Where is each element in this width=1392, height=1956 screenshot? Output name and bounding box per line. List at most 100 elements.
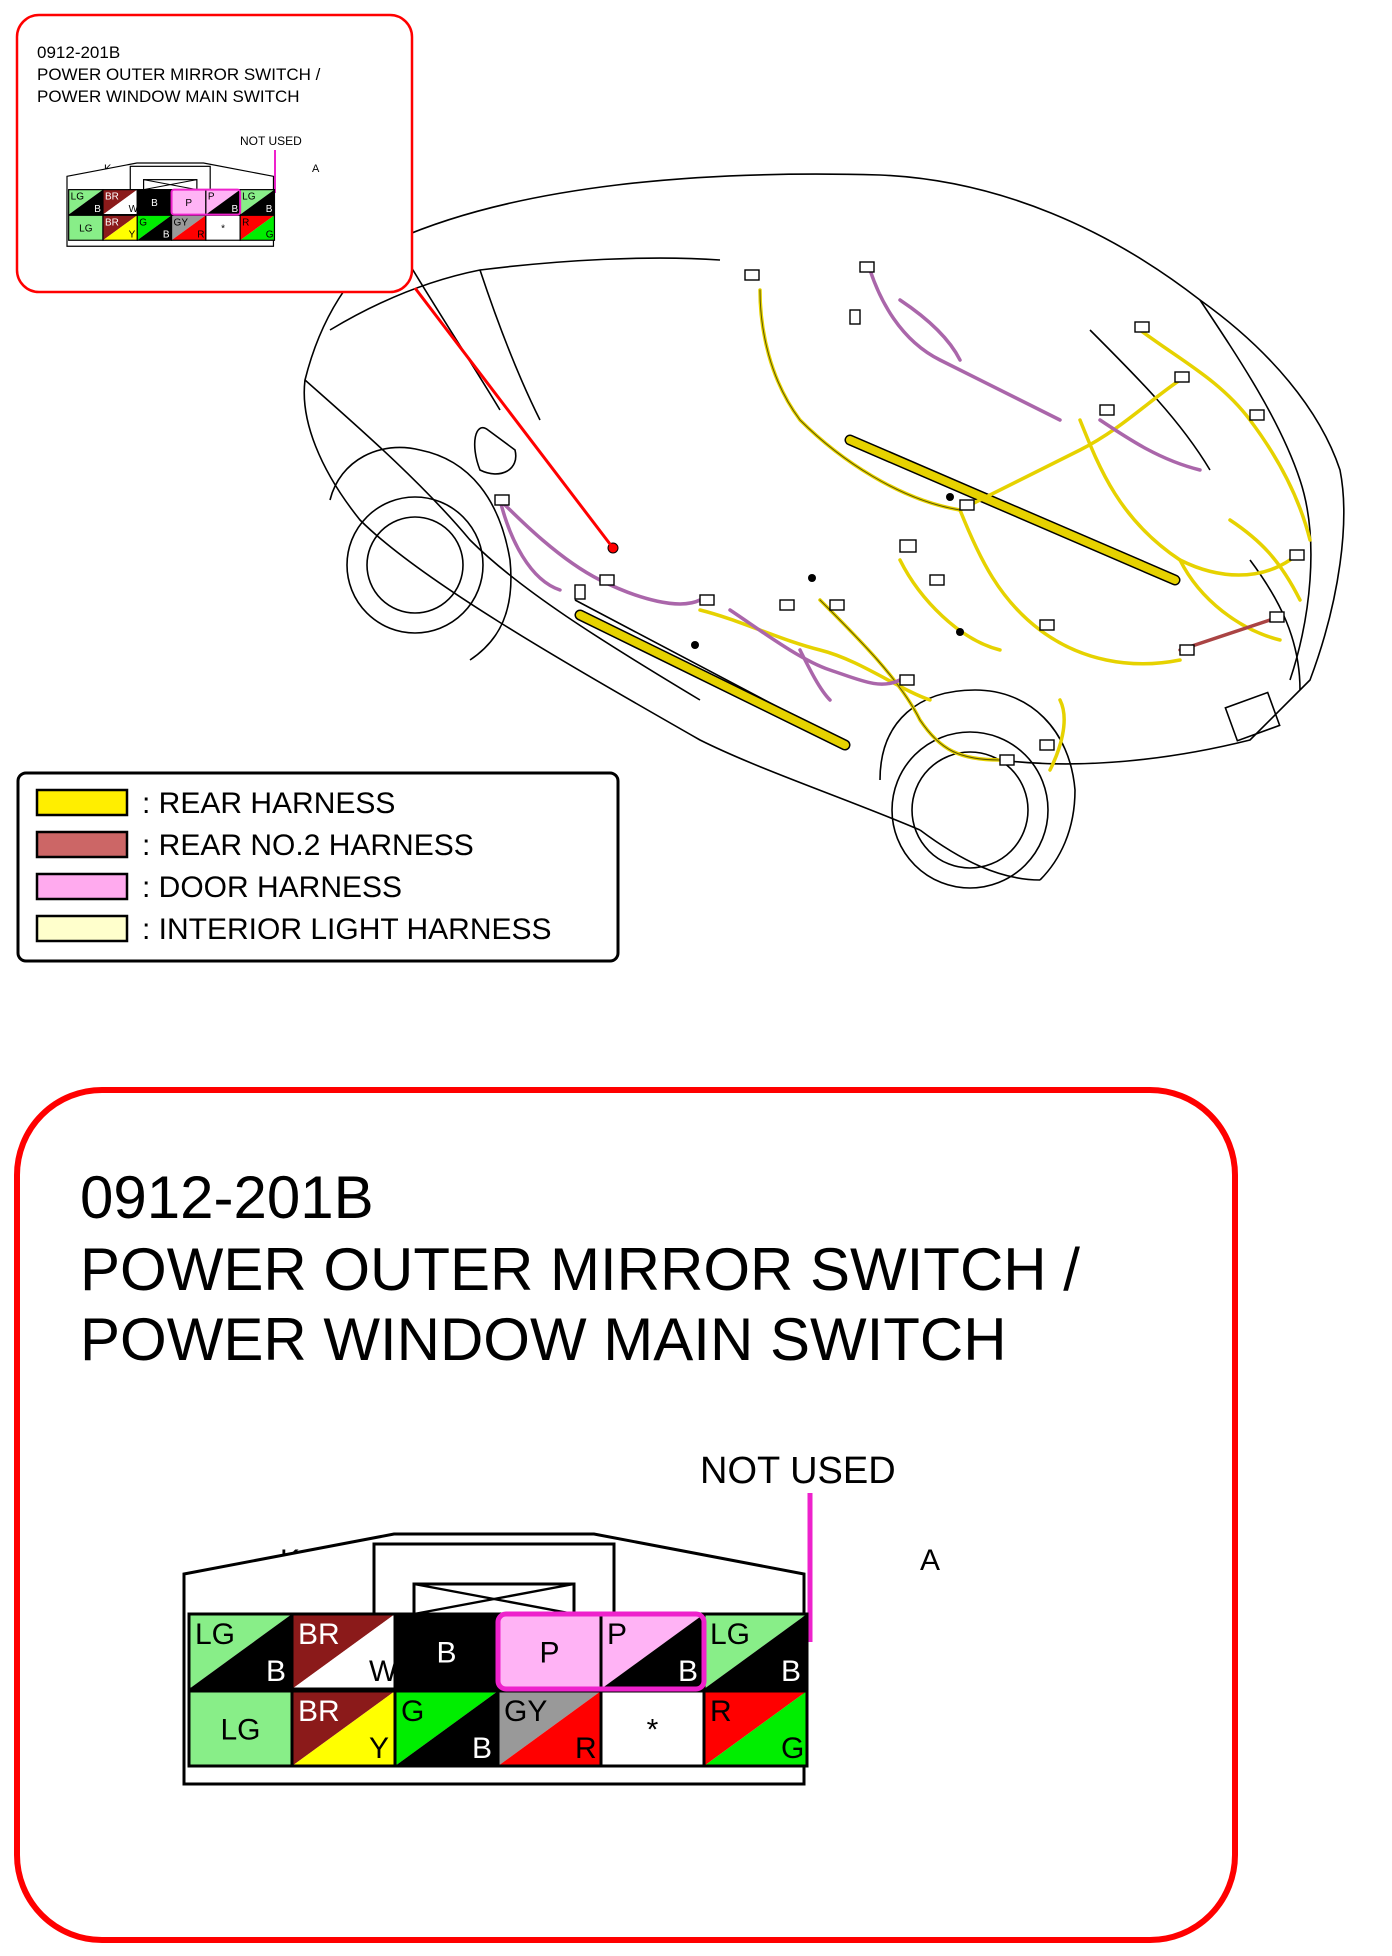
- legend-swatch-rear-harness: [35, 788, 129, 817]
- connector-marker-a: A: [920, 1544, 940, 1577]
- large-connector-pin-r1-c4-label: P: [539, 1637, 559, 1670]
- harness-legend: : REAR HARNESS : REAR NO.2 HARNESS : DOO…: [16, 771, 620, 963]
- small-connector-pin-r2-c6-color-a: [240, 215, 275, 241]
- small-connector-pin-r1-c5-label-b: B: [232, 204, 239, 215]
- small-callout-title-line2: POWER WINDOW MAIN SWITCH: [37, 87, 300, 106]
- large-connector-pin-r2-c6: RG: [702, 1689, 809, 1768]
- small-connector-pin-r1-c1: LG B: [68, 189, 104, 216]
- large-connector-pin-r1-c1-label-a: LG: [195, 1618, 235, 1651]
- small-connector-pin-r1-c5-color-b: [205, 189, 241, 215]
- small-connector-pin-r1-c1-label-a: LG: [71, 192, 85, 203]
- small-connector-pin-r2-c4-color-a: [171, 215, 206, 241]
- small-connector-pin-r1-c6: LG B: [239, 189, 276, 216]
- harness-connectors: [494, 261, 1305, 766]
- legend-label-interior-light-harness: : INTERIOR LIGHT HARNESS: [142, 913, 552, 946]
- large-connector-pin-r1-c6: LGB: [702, 1612, 809, 1691]
- small-connector-pin-r1-c5-label-a: P: [208, 192, 215, 203]
- large-connector-pin-r2-c2-label-b: Y: [369, 1732, 389, 1765]
- small-connector-pin-r2-c2-label-a: BR: [105, 217, 119, 228]
- large-connector-pin-r2-c4-label-a: GY: [504, 1695, 547, 1728]
- rear-harness-wires: [574, 288, 1312, 772]
- large-connector-pin-r2-c5-label: *: [647, 1714, 659, 1747]
- large-connector-pin-r2-c1-color: [189, 1691, 292, 1766]
- small-connector-pin-r1-c5: PB: [205, 189, 241, 216]
- large-connector-pin-r1-c3-label: B: [436, 1637, 456, 1670]
- small-connector-pin-r1-c3: B: [136, 189, 173, 216]
- large-connector-pin-r2-c2-color-b: [292, 1691, 395, 1766]
- large-connector-pin-r1-c6-color-b: [704, 1614, 807, 1689]
- small-connector-pin-r1-c6-color-b: [240, 189, 275, 215]
- large-connector-pin-r2-c5-color: [601, 1691, 704, 1766]
- large-connector-pin-r1-c5-label-b: B: [678, 1655, 698, 1688]
- small-connector-pin-r1-c6-label-b: B: [266, 204, 273, 215]
- small-connector-pin-r1-c2: BRW: [102, 189, 139, 216]
- small-connector-pin-r2-c2-color-b: [102, 215, 138, 241]
- legend-swatch-rear-no2-harness: [35, 830, 129, 859]
- harness-clips: [607, 493, 964, 649]
- small-connector-pin-r1-c6-label-a: LG: [242, 192, 256, 203]
- large-connector-pin-r1-c4: P: [496, 1612, 603, 1691]
- callout-leader-line: [413, 287, 615, 549]
- small-connector-pin-r2-c3-color-a: [137, 215, 172, 241]
- small-connector-pin-r1-c1-label-b: B: [94, 204, 101, 215]
- large-connector-not-used-highlight: [495, 1611, 707, 1692]
- small-connector-pin-r2-c5: *: [205, 214, 241, 241]
- small-connector-pin-r2-c2-label-b: Y: [129, 230, 136, 241]
- small-connector-pin-r2-c3: GB: [136, 214, 173, 241]
- large-connector-pin-r1-c5-label-a: P: [607, 1618, 627, 1651]
- small-connector-pin-r1-c2-label-a: BR: [105, 192, 119, 203]
- small-connector-pin-r2-c3-label-b: B: [163, 230, 170, 241]
- large-connector-pin-r1-c1-label-b: B: [266, 1655, 286, 1688]
- small-connector-pin-r2-c2-color-a: [102, 215, 138, 241]
- large-connector-pin-r2-c6-border: [702, 1689, 809, 1768]
- connector-code: 0912-201B: [80, 1164, 374, 1231]
- large-connector-latch-cross-b: [413, 1582, 575, 1616]
- legend-swatch-door-harness: [35, 872, 129, 901]
- small-connector-pin-r2-c4-color-b: [171, 215, 206, 241]
- large-connector-pin-r2-c6-label-b: G: [781, 1732, 804, 1765]
- small-connector-pin-r2-c6: RG: [239, 214, 276, 241]
- small-connector-pin-r2-c5-label: *: [221, 223, 225, 234]
- small-connector-pin-r2-c1-label: LG: [79, 223, 93, 234]
- small-connector-pin-r2-c1-color: [68, 215, 103, 241]
- large-connector-pin-r1-c1-color-b: [189, 1614, 292, 1689]
- large-connector-pin-r2-c2-label-a: BR: [298, 1695, 340, 1728]
- small-connector-pin-r2-c1: LG: [68, 214, 104, 241]
- small-connector-pin-r2-c6-border: [239, 214, 276, 241]
- large-connector-pin-r2-c6-color-b: [704, 1691, 807, 1766]
- large-connector-pin-r2-c4-color-b: [498, 1691, 601, 1766]
- small-connector-latch-cross-b: [143, 179, 197, 191]
- small-connector-pin-r2-c3-color-b: [137, 215, 172, 241]
- large-connector-pin-r1-c6-label-a: LG: [710, 1618, 750, 1651]
- large-connector-pin-r2-c2: BR Y: [290, 1689, 397, 1768]
- large-connector-pin-r1-c5-color-b: [601, 1614, 704, 1689]
- small-callout: 0912-201B POWER OUTER MIRROR SWITCH / PO…: [15, 13, 414, 294]
- large-connector-pin-r2-c3-label-b: B: [472, 1732, 492, 1765]
- large-connector-pin-r2-c3-color-b: [395, 1691, 498, 1766]
- small-connector-pin-r1-c1-color-b: [68, 189, 103, 215]
- small-connector-pin-r1-c4-color: [171, 189, 206, 215]
- large-connector-pin-r2-c3: GB: [393, 1689, 500, 1768]
- large-connector-pin-r2-c4-label-b: R: [575, 1732, 597, 1765]
- small-connector-pin-r2-c4-label-b: R: [197, 230, 204, 241]
- not-used-label: NOT USED: [700, 1450, 896, 1492]
- small-connector-pin-r2-c6-label-a: R: [242, 217, 249, 228]
- small-callout-title-line1: POWER OUTER MIRROR SWITCH /: [37, 65, 321, 84]
- legend-label-door-harness: : DOOR HARNESS: [142, 871, 402, 904]
- small-callout-not-used-label: NOT USED: [240, 134, 302, 148]
- car-illustration: [303, 173, 1345, 889]
- small-callout-code: 0912-201B: [37, 43, 120, 62]
- small-connector-pin-r1-c4: P: [170, 189, 207, 216]
- small-connector-pin-r2-c3-label-a: G: [139, 217, 147, 228]
- small-connector-pin-r2-c6-label-b: G: [266, 230, 274, 241]
- small-connector-pin-r2-c5-color: [205, 215, 241, 241]
- large-connector-pin-r1-c3: B: [393, 1612, 500, 1691]
- large-connector-pin-r1-c1: LG B: [187, 1612, 294, 1691]
- large-connector-pin-r1-c2-color-b: [292, 1614, 395, 1689]
- small-connector-pin-r1-c2-color-a: [102, 189, 138, 215]
- large-connector-pin-r2-c3-label-a: G: [401, 1695, 424, 1728]
- large-callout: 0912-201B POWER OUTER MIRROR SWITCH / PO…: [14, 1087, 1238, 1943]
- small-connector-pin-r1-c3-color: [137, 189, 172, 215]
